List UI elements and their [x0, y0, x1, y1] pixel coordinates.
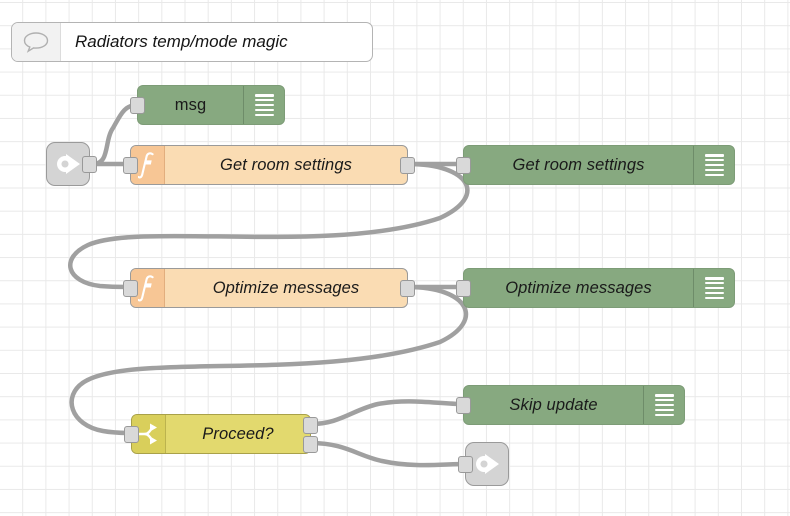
link-out-input-port[interactable] — [458, 456, 473, 473]
link-in-output-port[interactable] — [82, 156, 97, 173]
debug-node-skip-update[interactable]: Skip update — [456, 385, 703, 425]
debug-get-room-settings-label: Get room settings — [512, 155, 645, 174]
switch-proceed-label: Proceed? — [202, 424, 274, 443]
comment-node[interactable]: Radiators temp/mode magic — [11, 22, 373, 62]
debug-optimize-messages-input-port[interactable] — [456, 280, 471, 297]
fn-optimize-messages-input-port[interactable] — [123, 280, 138, 297]
comment-icon — [12, 23, 61, 61]
fn-optimize-messages-output-port[interactable] — [400, 280, 415, 297]
fn-get-room-settings-output-port[interactable] — [400, 157, 415, 174]
debug-lines-icon — [643, 386, 684, 424]
switch-node-proceed[interactable]: Proceed? — [124, 414, 318, 454]
debug-get-room-settings-input-port[interactable] — [456, 157, 471, 174]
debug-node-optimize-messages[interactable]: Optimize messages — [456, 268, 753, 308]
switch-proceed-output-port-2[interactable] — [303, 436, 318, 453]
debug-msg-input-port[interactable] — [130, 97, 145, 114]
debug-lines-icon — [693, 146, 734, 184]
debug-lines-icon — [243, 86, 284, 124]
function-node-optimize-messages[interactable]: Optimize messages — [123, 268, 415, 308]
link-out-node[interactable] — [458, 442, 509, 486]
debug-skip-update-label: Skip update — [509, 395, 598, 414]
debug-skip-update-input-port[interactable] — [456, 397, 471, 414]
link-in-node[interactable] — [46, 142, 97, 186]
switch-proceed-output-port-1[interactable] — [303, 417, 318, 434]
switch-proceed-input-port[interactable] — [124, 426, 139, 443]
debug-msg-label: msg — [174, 95, 207, 114]
fn-optimize-messages-label: Optimize messages — [212, 278, 360, 297]
wire-switch-to-linkout — [308, 440, 468, 468]
wire-switch-to-skipdebug — [308, 399, 466, 427]
debug-node-msg[interactable]: msg — [130, 85, 303, 125]
debug-optimize-messages-label: Optimize messages — [505, 278, 652, 297]
link-out-arrow-icon — [476, 454, 499, 474]
fn-get-room-settings-label: Get room settings — [220, 155, 352, 174]
wire-fn2-to-switch — [69, 284, 469, 436]
debug-lines-icon — [693, 269, 734, 307]
fn-get-room-settings-input-port[interactable] — [123, 157, 138, 174]
link-in-arrow-icon — [57, 154, 80, 174]
function-node-get-room-settings[interactable]: Get room settings — [123, 145, 415, 185]
comment-label: Radiators temp/mode magic — [75, 32, 288, 51]
debug-node-get-room-settings[interactable]: Get room settings — [456, 145, 753, 185]
